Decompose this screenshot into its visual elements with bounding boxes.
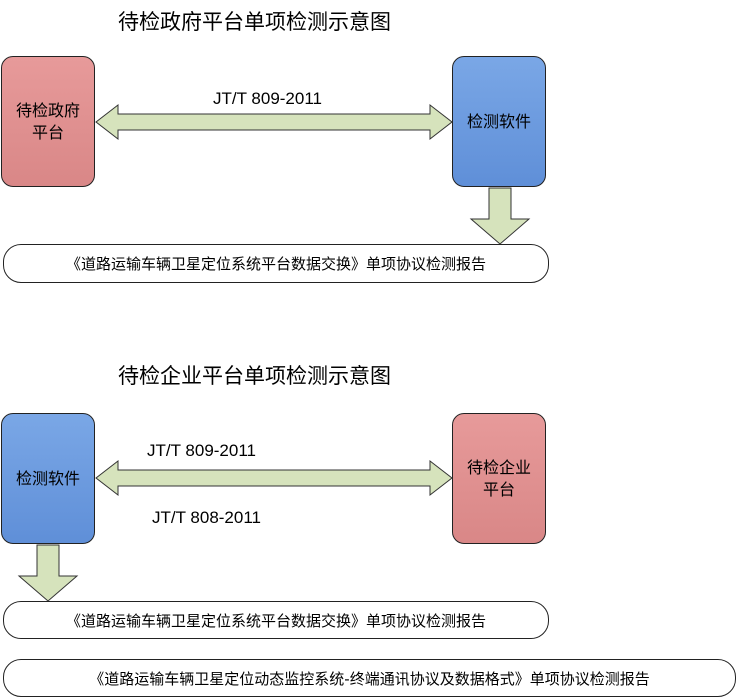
report-top: 《道路运输车辆卫星定位系统平台数据交换》单项协议检测报告 bbox=[3, 244, 549, 283]
report-bottom-1: 《道路运输车辆卫星定位系统平台数据交换》单项协议检测报告 bbox=[3, 601, 549, 639]
bottom-diagram-title: 待检企业平台单项检测示意图 bbox=[118, 364, 391, 388]
arrow-label-bottom-upper: JT/T 809-2011 bbox=[147, 441, 256, 460]
enterprise-platform-label: 待检企业平台 bbox=[466, 457, 531, 499]
report-bottom-2: 《道路运输车辆卫星定位动态监控系统-终端通讯协议及数据格式》单项协议检测报告 bbox=[3, 659, 736, 697]
arrow-label-top: JT/T 809-2011 bbox=[213, 89, 322, 108]
report-top-label: 《道路运输车辆卫星定位系统平台数据交换》单项协议检测报告 bbox=[65, 255, 486, 273]
test-software-label-top: 检测软件 bbox=[466, 111, 531, 131]
gov-platform-label: 待检政府平台 bbox=[15, 100, 80, 142]
arrow-label-bottom-lower: JT/T 808-2011 bbox=[152, 508, 261, 527]
top-diagram-title: 待检政府平台单项检测示意图 bbox=[118, 10, 391, 34]
gov-platform-box: 待检政府平台 bbox=[1, 56, 95, 187]
report-bottom-1-label: 《道路运输车辆卫星定位系统平台数据交换》单项协议检测报告 bbox=[65, 611, 486, 630]
test-software-box-bottom: 检测软件 bbox=[1, 413, 95, 544]
enterprise-platform-box: 待检企业平台 bbox=[452, 413, 546, 544]
report-bottom-2-label: 《道路运输车辆卫星定位动态监控系统-终端通讯协议及数据格式》单项协议检测报告 bbox=[89, 669, 650, 688]
test-software-label-bottom: 检测软件 bbox=[15, 468, 80, 488]
test-software-box-top: 检测软件 bbox=[452, 56, 546, 187]
